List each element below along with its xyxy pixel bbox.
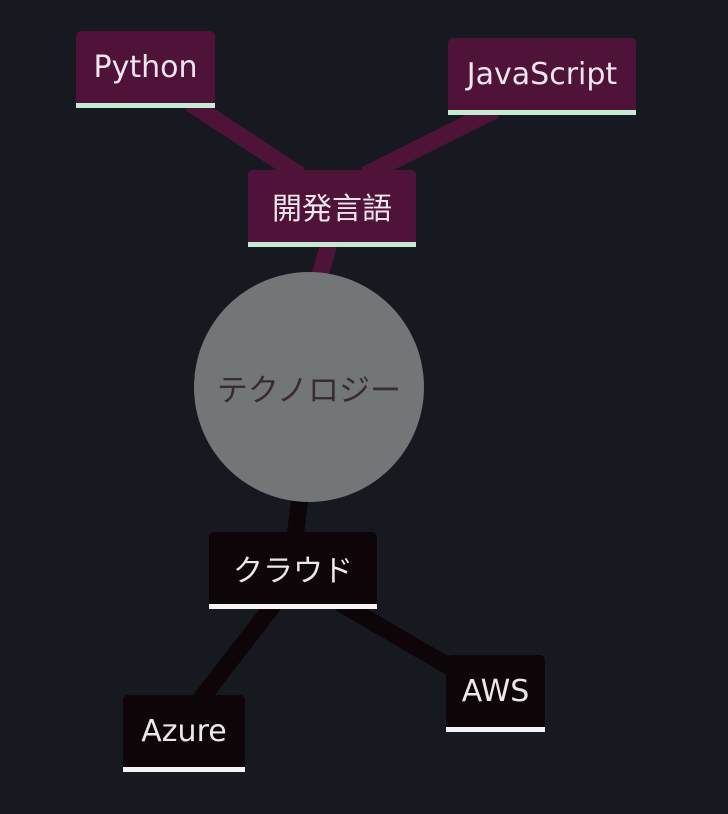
leaf-label: AWS bbox=[461, 673, 530, 709]
leaf-node-python[interactable]: Python bbox=[76, 31, 215, 108]
root-label: テクノロジー bbox=[216, 372, 402, 409]
root-node[interactable]: テクノロジー bbox=[194, 272, 424, 502]
branch-label: クラウド bbox=[233, 554, 353, 589]
branch-label: 開発言語 bbox=[272, 192, 392, 227]
edge-root-cloud bbox=[286, 496, 309, 539]
edge-cloud-azure bbox=[193, 597, 282, 706]
leaf-label: Python bbox=[93, 49, 198, 85]
branch-node-dev-languages[interactable]: 開発言語 bbox=[248, 170, 416, 247]
edge-cloud-aws bbox=[335, 595, 460, 678]
leaf-node-aws[interactable]: AWS bbox=[446, 655, 545, 732]
edge-dev-js bbox=[361, 102, 499, 183]
edge-dev-python bbox=[185, 95, 305, 183]
leaf-label: Azure bbox=[141, 713, 227, 749]
branch-node-cloud[interactable]: クラウド bbox=[209, 532, 377, 609]
leaf-label: JavaScript bbox=[466, 56, 618, 92]
leaf-node-azure[interactable]: Azure bbox=[123, 695, 245, 772]
leaf-node-javascript[interactable]: JavaScript bbox=[448, 38, 636, 115]
